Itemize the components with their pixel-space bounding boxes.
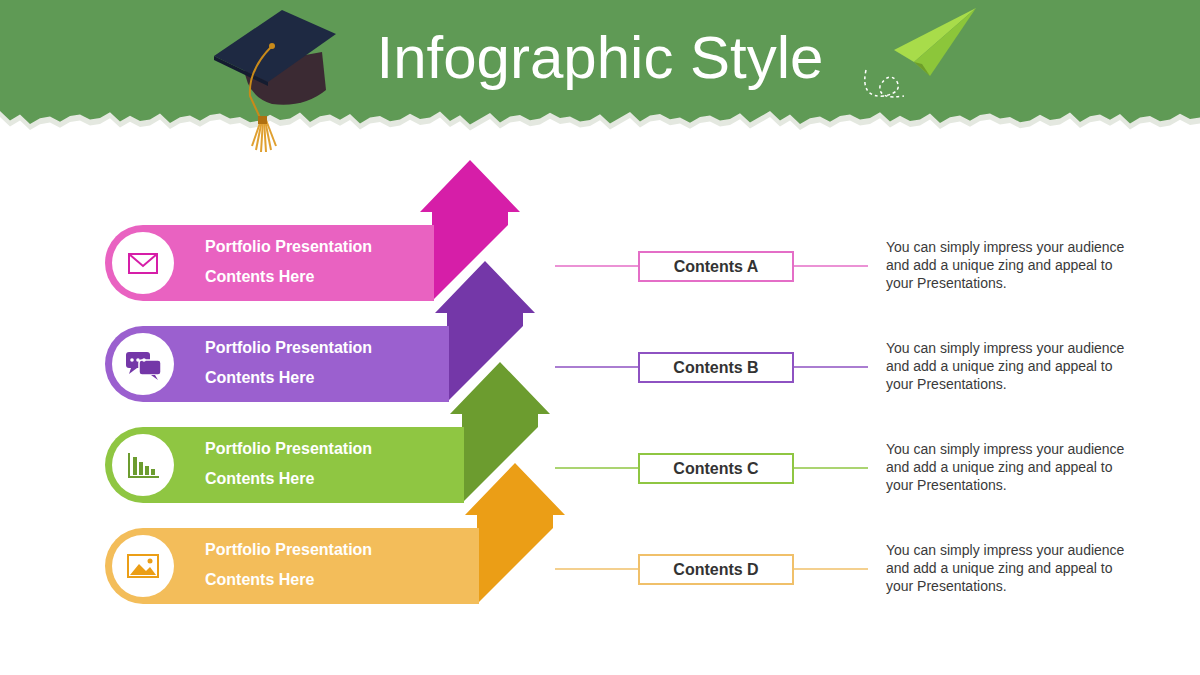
paper-plane — [865, 8, 976, 97]
torn-edge — [0, 0, 1200, 131]
band-text: Contents Here — [205, 565, 372, 595]
ribbon-band: Portfolio PresentationContents Here — [105, 225, 434, 301]
header-green — [0, 0, 1200, 125]
box-label: Contents C — [673, 460, 758, 478]
ribbon-band: Portfolio PresentationContents Here — [105, 528, 479, 604]
description-text: You can simply impress your audience and… — [886, 440, 1131, 494]
box-label: Contents B — [673, 359, 758, 377]
leader-line — [555, 467, 638, 469]
title: Infographic Style — [0, 22, 1200, 94]
band-text: Contents Here — [205, 262, 372, 292]
ribbon-band: Portfolio PresentationContents Here — [105, 427, 464, 503]
icon-circle — [105, 427, 181, 503]
leader-line — [794, 366, 868, 368]
header-band — [0, 0, 1200, 131]
icon-circle — [105, 225, 181, 301]
leader-line — [794, 568, 868, 570]
ribbon-band: Portfolio PresentationContents Here — [105, 326, 449, 402]
contents-box: Contents D — [638, 554, 794, 585]
contents-box: Contents A — [638, 251, 794, 282]
box-label: Contents A — [674, 258, 759, 276]
description-text: You can simply impress your audience and… — [886, 339, 1131, 393]
arrow-shape — [465, 463, 565, 604]
description-text: You can simply impress your audience and… — [886, 541, 1131, 595]
band-text: Portfolio Presentation — [205, 232, 372, 262]
band-text: Contents Here — [205, 464, 372, 494]
icon-circle — [105, 326, 181, 402]
leader-line — [794, 467, 868, 469]
leader-line — [555, 265, 638, 267]
band-text: Portfolio Presentation — [205, 434, 372, 464]
leader-line — [555, 568, 638, 570]
contents-box: Contents C — [638, 453, 794, 484]
icon-circle — [105, 528, 181, 604]
leader-line — [794, 265, 868, 267]
graduation-cap — [214, 10, 336, 152]
box-label: Contents D — [673, 561, 758, 579]
band-text: Portfolio Presentation — [205, 535, 372, 565]
band-text: Contents Here — [205, 363, 372, 393]
leader-lines — [555, 266, 868, 569]
leader-line — [555, 366, 638, 368]
contents-box: Contents B — [638, 352, 794, 383]
band-text: Portfolio Presentation — [205, 333, 372, 363]
description-text: You can simply impress your audience and… — [886, 238, 1131, 292]
